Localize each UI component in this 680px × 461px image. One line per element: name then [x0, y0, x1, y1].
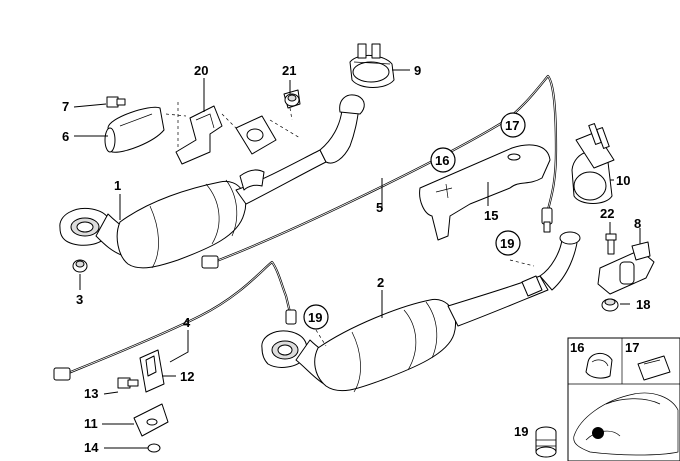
callout-17: 17 — [505, 118, 519, 133]
heat-shield[interactable] — [104, 106, 165, 153]
callout-4: 4 — [183, 315, 191, 330]
plug-19[interactable] — [535, 426, 557, 458]
bracket-20[interactable] — [175, 105, 223, 165]
inset-callout-16: 16 — [570, 340, 584, 355]
callout-19a: 19 — [500, 236, 514, 251]
callout-18: 18 — [636, 297, 650, 312]
inset-panel — [567, 337, 680, 461]
bolt-13[interactable] — [117, 377, 139, 389]
callout-8: 8 — [634, 216, 641, 231]
catalytic-converter-upper[interactable] — [59, 94, 365, 269]
callout-14: 14 — [84, 440, 99, 455]
callout-9: 9 — [414, 63, 421, 78]
catalytic-converter-lower[interactable] — [261, 231, 581, 393]
location-marker — [592, 427, 604, 439]
nut-18[interactable] — [601, 298, 619, 312]
circle-17 — [500, 112, 526, 138]
screw-7[interactable] — [106, 96, 126, 108]
callout-5: 5 — [376, 200, 383, 215]
callout-11: 11 — [84, 416, 98, 431]
callout-22: 22 — [600, 206, 614, 221]
oxygen-sensor-5[interactable] — [201, 74, 558, 269]
callout-15: 15 — [484, 208, 498, 223]
nut-21[interactable] — [284, 93, 300, 107]
callout-20: 20 — [194, 63, 208, 78]
circle-19b — [303, 304, 329, 330]
circle-19a — [495, 230, 521, 256]
oxygen-sensor-4[interactable] — [53, 260, 297, 381]
callout-3: 3 — [76, 292, 83, 307]
callout-10: 10 — [616, 173, 630, 188]
callout-13: 13 — [84, 386, 98, 401]
callout-1: 1 — [114, 178, 121, 193]
circle-16 — [430, 147, 456, 173]
callout-16: 16 — [435, 153, 449, 168]
callout-7: 7 — [62, 99, 69, 114]
heat-shield-15[interactable] — [419, 144, 551, 241]
callout-6: 6 — [62, 129, 69, 144]
inset-callout-19: 19 — [514, 424, 528, 439]
callout-19b: 19 — [308, 310, 322, 325]
inset-callout-17: 17 — [625, 340, 639, 355]
bracket-8[interactable] — [597, 241, 655, 295]
clamp-9[interactable] — [349, 43, 395, 88]
nut-3[interactable] — [72, 259, 88, 273]
bracket-12[interactable] — [139, 349, 165, 393]
callout-21: 21 — [282, 63, 296, 78]
screw-22[interactable] — [605, 233, 617, 255]
bracket-11[interactable] — [133, 403, 169, 437]
grommet-14[interactable] — [147, 443, 161, 453]
callout-2: 2 — [377, 275, 384, 290]
callout-12: 12 — [180, 369, 194, 384]
clamp-10[interactable] — [571, 123, 615, 204]
